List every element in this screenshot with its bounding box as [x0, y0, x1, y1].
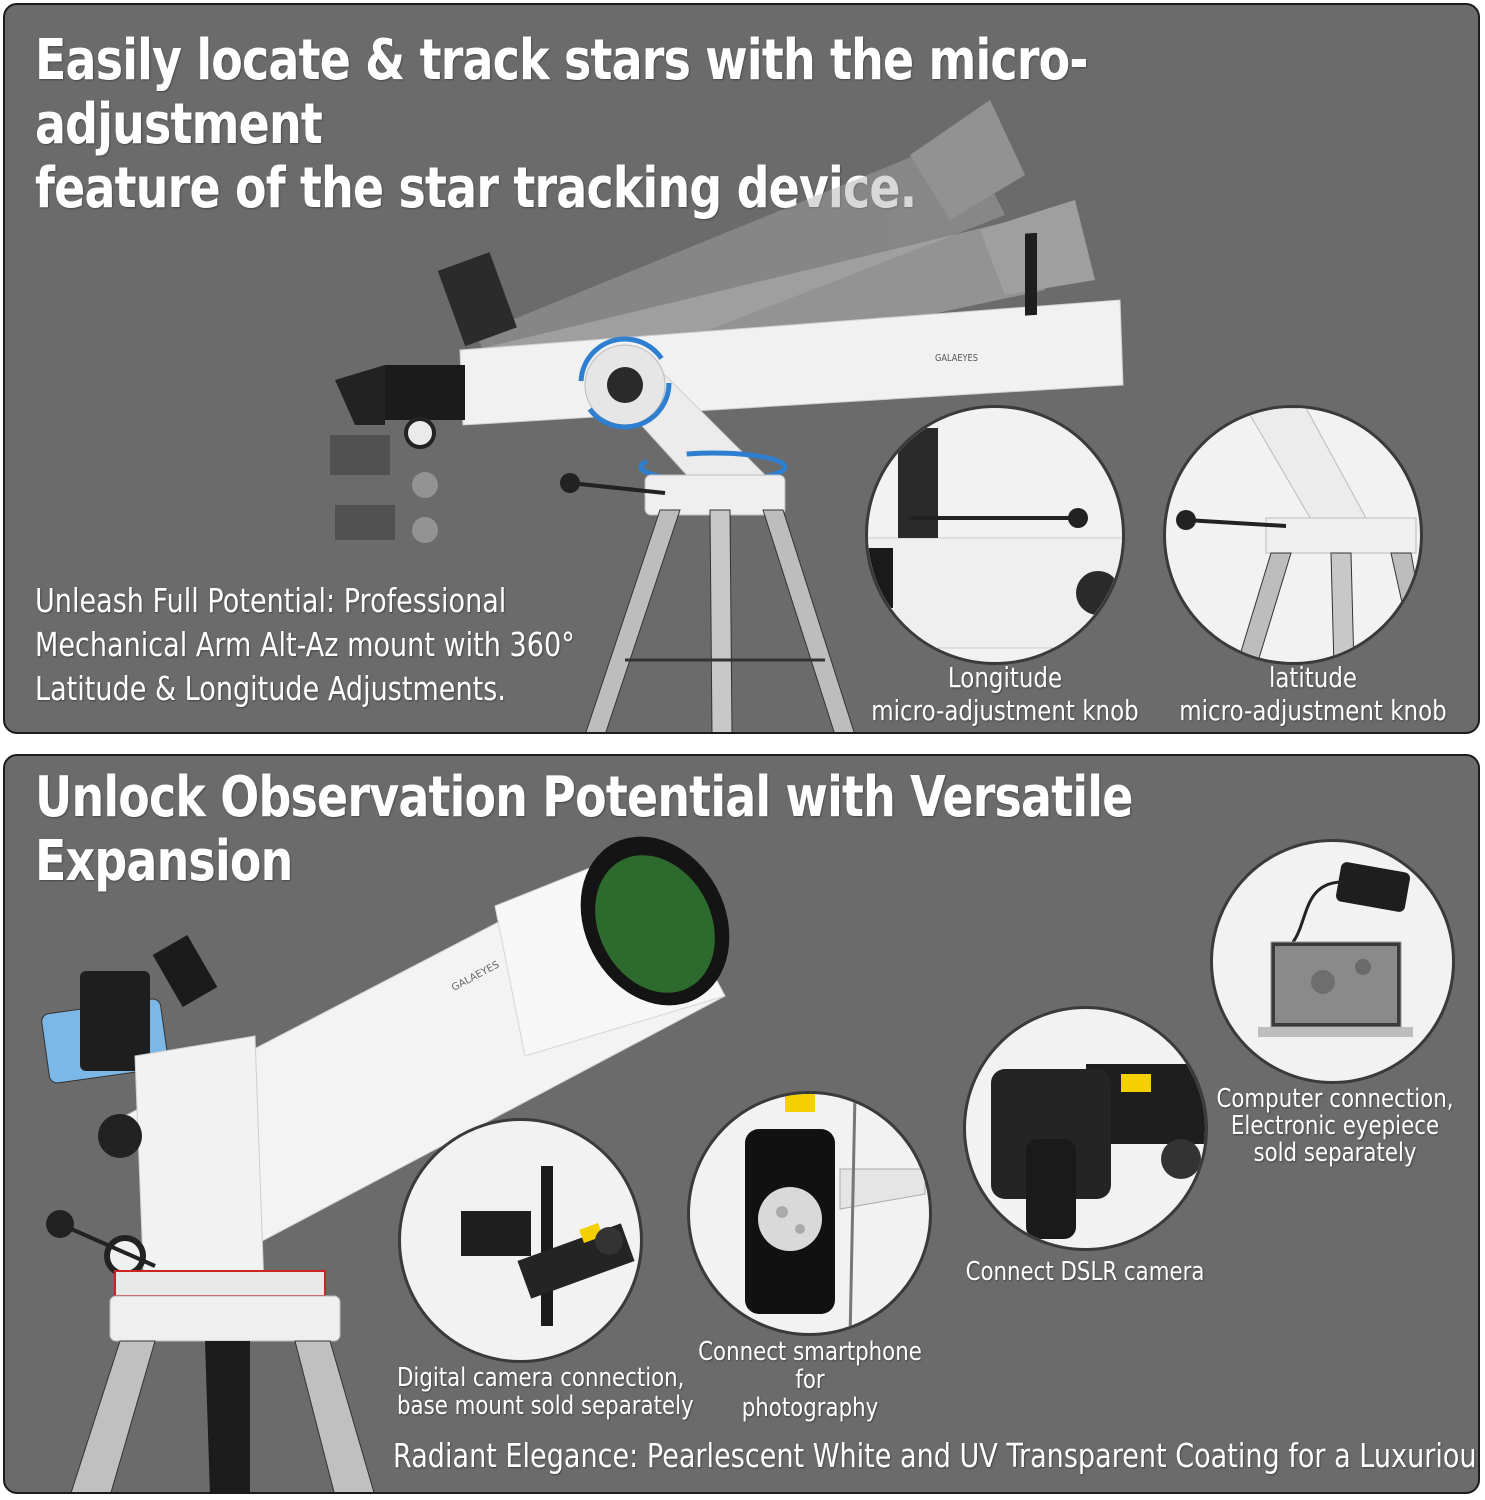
ghost-diagonals — [330, 435, 438, 543]
objective-lens — [595, 855, 715, 993]
smartphone-caption-line1: Connect smartphone for — [698, 1337, 922, 1395]
top-heading-line1: Easily locate & track stars with the mic… — [35, 28, 1088, 157]
phone-clamp — [80, 971, 150, 1071]
mount-description-line1: Unleash Full Potential: Professional — [35, 581, 507, 620]
tripod-leg-left — [70, 1340, 156, 1492]
digital-caption-line1: Digital camera connection, — [397, 1363, 685, 1393]
bottom-feature-panel: Unlock Observation Potential with Versat… — [3, 754, 1480, 1494]
digital-caption-line2: base mount sold separately — [397, 1391, 694, 1421]
tripod-leg-center — [205, 1341, 250, 1492]
digital-camera-connection-image — [398, 1118, 643, 1363]
mount-knob-icon — [98, 1114, 142, 1158]
altitude-knob — [607, 367, 643, 403]
top-heading: Easily locate & track stars with the mic… — [35, 29, 1218, 221]
tube-brand-logo: GALAEYES — [935, 353, 978, 364]
longitude-caption-line2: micro-adjustment knob — [871, 694, 1139, 727]
digital-camera-caption: Digital camera connection, base mount so… — [397, 1364, 694, 1420]
longitude-caption-line1: Longitude — [947, 661, 1063, 694]
coating-description: Radiant Elegance: Pearlescent White and … — [393, 1436, 1480, 1475]
mount-description-line2: Mechanical Arm Alt-Az mount with 360° — [35, 625, 575, 664]
smartphone-caption-line2: photography — [741, 1393, 879, 1423]
tripod — [585, 509, 855, 732]
slow-motion-rod — [59, 1222, 156, 1268]
smartphone-caption: Connect smartphone for photography — [687, 1338, 933, 1422]
mount-description: Unleash Full Potential: Professional Mec… — [35, 579, 575, 711]
eyepiece — [152, 935, 218, 1007]
mount-description-line3: Latitude & Longitude Adjustments. — [35, 669, 506, 708]
longitude-knob-detail-image — [865, 405, 1125, 665]
mount-head — [644, 474, 786, 516]
dslr-caption: Connect DSLR camera — [965, 1257, 1205, 1287]
longitude-knob-caption: Longitude micro-adjustment knob — [857, 661, 1152, 727]
smartphone-photography-image — [687, 1091, 932, 1336]
expansion-telescope-illustration — [41, 836, 730, 1492]
clutch-knob-icon — [104, 1235, 146, 1277]
computer-caption-line2: Electronic eyepiece — [1230, 1111, 1440, 1141]
computer-connection-caption: Computer connection, Electronic eyepiece… — [1212, 1086, 1458, 1167]
tripod-leg-right — [294, 1340, 375, 1492]
diagonal — [335, 365, 385, 425]
latitude-knob-detail-image — [1163, 405, 1423, 665]
tracking-telescope-illustration — [330, 100, 1124, 732]
latitude-caption-line1: latitude — [1268, 661, 1358, 694]
focus-knob — [404, 417, 436, 449]
latitude-caption-line2: micro-adjustment knob — [1179, 694, 1447, 727]
latitude-knob-caption: latitude micro-adjustment knob — [1165, 661, 1460, 727]
top-feature-panel: Easily locate & track stars with the mic… — [3, 3, 1480, 734]
computer-caption-line1: Computer connection, — [1216, 1084, 1454, 1114]
tripod-head — [109, 1295, 341, 1342]
finder-scope — [437, 252, 517, 347]
dslr-camera-image — [963, 1006, 1208, 1251]
slow-motion-rod — [569, 481, 666, 495]
bottom-heading: Unlock Observation Potential with Versat… — [35, 765, 1133, 894]
slow-motion-knob-icon — [560, 473, 580, 493]
altitude-rotation-arrow-icon — [578, 336, 672, 430]
computer-connection-image — [1210, 839, 1455, 1084]
star-knob-icon — [46, 1210, 74, 1238]
top-heading-line2: feature of the star tracking device. — [35, 156, 917, 221]
computer-caption-line3: sold separately — [1253, 1138, 1417, 1168]
focuser-body — [385, 365, 465, 420]
azimuth-ring — [114, 1270, 326, 1297]
